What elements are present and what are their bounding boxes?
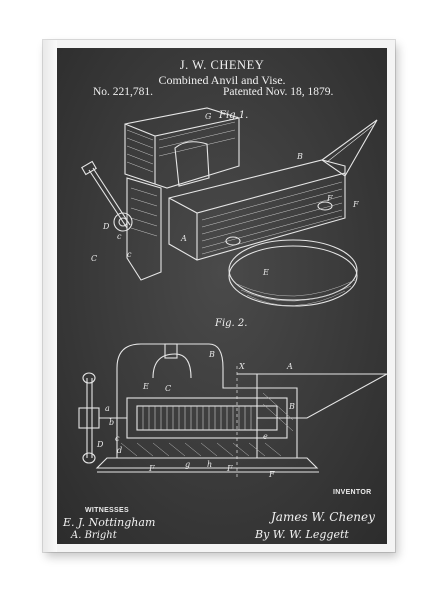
witness-signature-1: E. J. Nottingham bbox=[63, 516, 156, 529]
fig2-ref-letter: B bbox=[289, 402, 295, 411]
fig2-ref-letter: C bbox=[165, 384, 172, 393]
fig1-ref-letter: C bbox=[91, 254, 98, 263]
fig1-ref-letter: E bbox=[263, 268, 269, 277]
fig1-ref-letter: A bbox=[181, 234, 187, 243]
patent-number: No. 221,781. bbox=[93, 86, 154, 98]
fig1-ref-letter: F bbox=[327, 194, 333, 203]
inventor-name-heading: J. W. CHENEY bbox=[179, 58, 265, 72]
figure-1-label: Fig.1. bbox=[219, 110, 249, 121]
figure-1-drawing bbox=[81, 107, 378, 307]
figure-2-label: Fig. 2. bbox=[215, 318, 248, 329]
fig2-ref-letter: F bbox=[149, 464, 155, 473]
attorney-signature: By W. W. Leggett bbox=[255, 528, 349, 541]
fig2-ref-letter: h bbox=[207, 460, 213, 469]
fig1-ref-letter: c bbox=[117, 232, 122, 241]
fig1-ref-letter: B bbox=[297, 152, 303, 161]
frame-side-edge bbox=[43, 40, 57, 552]
inventor-heading: INVENTOR bbox=[333, 489, 372, 496]
patent-title: Combined Anvil and Vise. bbox=[158, 73, 286, 87]
fig1-ref-letter: c bbox=[127, 250, 132, 259]
fig2-ref-letter: c bbox=[115, 434, 120, 443]
patent-date: Patented Nov. 18, 1879. bbox=[223, 86, 334, 98]
witnesses-heading: WITNESSES bbox=[85, 507, 129, 514]
fig2-ref-letter: A bbox=[287, 362, 293, 371]
figure-2-drawing bbox=[78, 343, 387, 478]
fig1-ref-letter: F bbox=[353, 200, 359, 209]
fig1-ref-letter: G bbox=[205, 112, 212, 121]
fig2-ref-letter: a bbox=[105, 404, 110, 413]
fig2-ref-letter: b bbox=[109, 418, 115, 427]
fig2-ref-letter: B bbox=[209, 350, 215, 359]
witness-signature-2: A. Bright bbox=[71, 530, 117, 541]
fig2-ref-letter: D bbox=[97, 440, 104, 449]
inventor-signature: James W. Cheney bbox=[271, 510, 375, 524]
fig2-ref-letter: g bbox=[185, 460, 191, 469]
fig2-ref-letter: E bbox=[143, 382, 149, 391]
fig2-ref-letter: F bbox=[227, 464, 233, 473]
fig1-ref-letter: D bbox=[103, 222, 110, 231]
patent-poster: J. W. CHENEY Combined Anvil and Vise. No… bbox=[57, 48, 387, 544]
fig2-ref-letter: e bbox=[263, 432, 268, 441]
fig2-ref-letter: X bbox=[239, 362, 245, 371]
fig2-ref-letter: d bbox=[117, 446, 123, 455]
fig2-ref-letter: F bbox=[269, 470, 275, 479]
